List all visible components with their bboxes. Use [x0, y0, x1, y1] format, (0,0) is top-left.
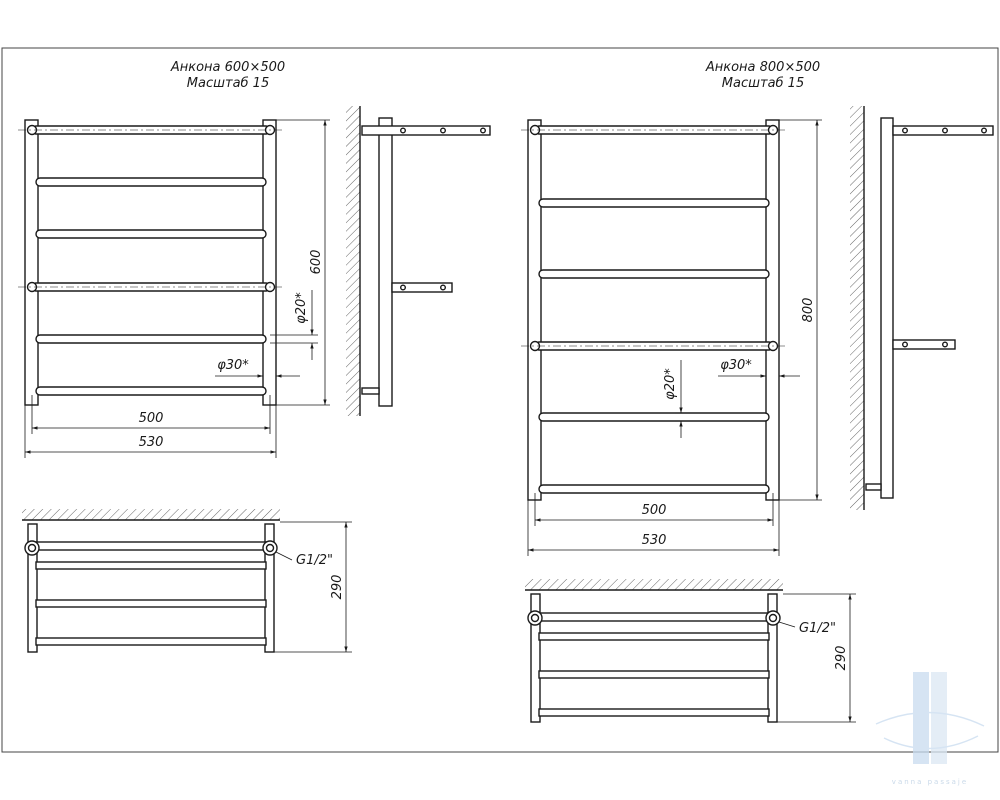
model-800x500: Анкона 800×500 Масштаб 15 800 [521, 60, 994, 723]
sheet-border [1, 47, 999, 753]
right-pipe-dimension: φ20* [663, 360, 690, 438]
right-post-dimension: φ30* [718, 358, 800, 380]
left-width-outer-label: 530 [139, 435, 164, 450]
left-pipe-label: φ20* [294, 292, 309, 324]
right-post-label: φ30* [720, 358, 752, 373]
right-width-outer-label: 530 [642, 533, 667, 548]
right-top-view: G1/2" 290 [525, 579, 856, 723]
watermark-logo: vanna passaje [875, 672, 985, 786]
right-width-dimensions: 500 530 [527, 493, 780, 556]
right-thread-label: G1/2" [799, 621, 836, 636]
right-depth-label: 290 [834, 646, 849, 671]
left-post-dimension: φ30* [215, 358, 300, 380]
left-thread-label: G1/2" [296, 553, 333, 568]
left-scale: Масштаб 15 [187, 76, 269, 91]
left-side-view [346, 106, 491, 416]
right-title: Анкона 800×500 [705, 60, 820, 75]
right-scale: Масштаб 15 [722, 76, 804, 91]
left-post-label: φ30* [217, 358, 249, 373]
left-height-label: 600 [309, 250, 324, 275]
model-600x500: Анкона 600×500 Масштаб 15 [18, 60, 491, 653]
left-width-inner-label: 500 [139, 411, 164, 426]
left-height-dimension: 600 [276, 119, 330, 406]
right-front-view [521, 119, 785, 501]
right-height-label: 800 [801, 298, 816, 323]
left-width-dimensions: 500 530 [24, 395, 277, 458]
right-side-view [850, 106, 994, 510]
watermark-text: vanna passaje [892, 778, 968, 786]
left-title: Анкона 600×500 [170, 60, 285, 75]
left-top-view: G1/2" 290 [22, 509, 352, 653]
right-pipe-label: φ20* [663, 368, 678, 400]
left-front-view [18, 119, 282, 406]
left-depth-label: 290 [330, 575, 345, 600]
right-height-dimension: 800 [779, 119, 822, 501]
right-width-inner-label: 500 [642, 503, 667, 518]
left-pipe-dimension: φ20* [270, 290, 318, 360]
